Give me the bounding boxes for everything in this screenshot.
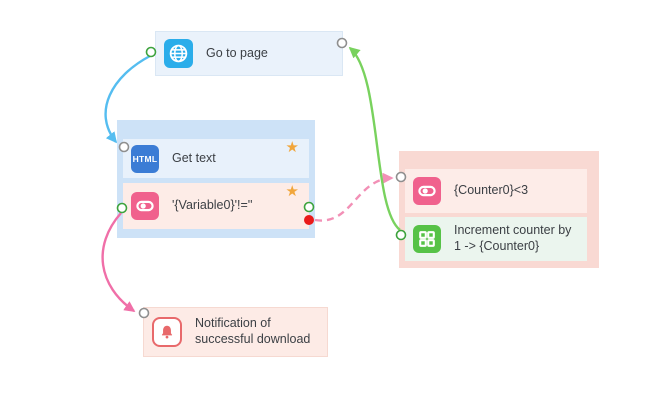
edge-increment-to-goto[interactable] <box>348 46 401 231</box>
node-counter-condition[interactable]: {Counter0}<3 <box>405 169 587 213</box>
node-label: '{Variable0}'!='' <box>172 198 253 213</box>
node-label: Notification of successful download <box>195 316 311 346</box>
favorite-star-icon[interactable]: ★ <box>285 139 299 156</box>
node-notification[interactable]: Notification of successful download <box>143 307 328 357</box>
node-label: {Counter0}<3 <box>454 183 529 198</box>
node-go-to-page[interactable]: Go to page <box>155 31 343 76</box>
edge-variable-false-to-counter[interactable] <box>314 172 394 222</box>
node-get-text[interactable]: HTML Get text ★ <box>123 139 309 178</box>
html-icon: HTML <box>131 144 159 173</box>
node-label: Increment counter by 1 -> {Counter0} <box>454 223 572 253</box>
node-label: Get text <box>172 150 216 165</box>
grid-action-icon <box>413 225 441 253</box>
toggle-condition-icon <box>131 192 159 220</box>
node-variable-condition[interactable]: '{Variable0}'!='' ★ <box>123 183 309 229</box>
node-increment-counter[interactable]: Increment counter by 1 -> {Counter0} <box>405 217 587 261</box>
bell-icon <box>152 317 182 347</box>
toggle-condition-icon <box>413 177 441 205</box>
globe-icon <box>164 39 193 68</box>
node-label: Go to page <box>206 45 268 60</box>
favorite-star-icon[interactable]: ★ <box>285 183 299 200</box>
